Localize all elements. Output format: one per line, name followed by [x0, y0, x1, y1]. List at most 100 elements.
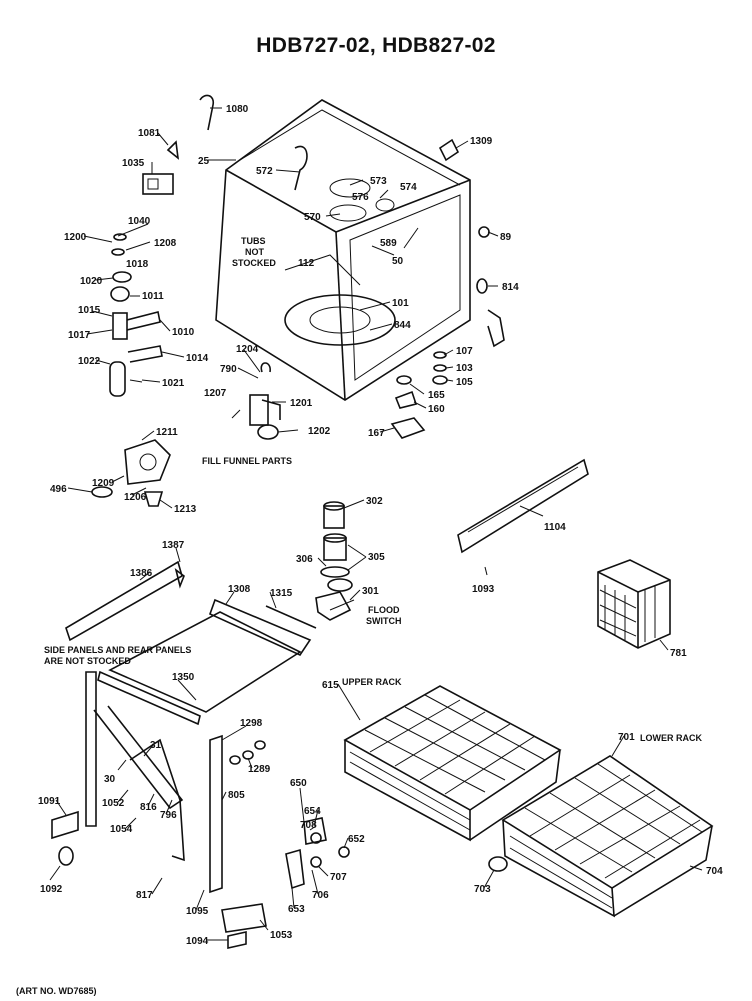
- part-label-1095: 1095: [186, 906, 209, 917]
- part-label-576: 576: [352, 192, 369, 203]
- upper-rack: [343, 685, 562, 842]
- pump-motor-parts: [315, 501, 355, 621]
- part-label-1207: 1207: [204, 388, 227, 399]
- part-label-704: 704: [706, 866, 723, 877]
- left-parts: [109, 94, 215, 397]
- silverware-basket: [597, 559, 671, 649]
- part-label-781: 781: [670, 648, 687, 659]
- part-label-167: 167: [368, 428, 385, 439]
- part-label-305: 305: [368, 552, 385, 563]
- upper-rack-note: UPPER RACK: [342, 677, 402, 687]
- tubs-note-line3: STOCKED: [232, 258, 276, 268]
- part-label-589: 589: [380, 238, 397, 249]
- part-label-1308: 1308: [228, 584, 251, 595]
- part-label-1054: 1054: [110, 824, 133, 835]
- part-label-1211: 1211: [156, 427, 178, 438]
- part-label-1020: 1020: [80, 276, 103, 287]
- part-label-573: 573: [370, 176, 387, 187]
- part-label-1386: 1386: [130, 568, 153, 579]
- part-label-653: 653: [288, 904, 305, 915]
- part-label-844: 844: [394, 320, 411, 331]
- part-label-107: 107: [456, 346, 473, 357]
- part-label-1010: 1010: [172, 327, 195, 338]
- notes: TUBS NOT STOCKED FILL FUNNEL PARTS SIDE …: [44, 236, 702, 743]
- part-label-1018: 1018: [126, 259, 149, 270]
- art-number: (ART NO. WD7685): [16, 986, 97, 996]
- part-label-165: 165: [428, 390, 445, 401]
- part-label-814: 814: [502, 282, 519, 293]
- part-label-1094: 1094: [186, 936, 209, 947]
- part-label-1298: 1298: [240, 718, 263, 729]
- fill-funnel-parts: [231, 362, 281, 440]
- part-label-105: 105: [456, 377, 473, 388]
- flood-switch-line1: FLOOD: [368, 605, 400, 615]
- part-label-1052: 1052: [102, 798, 125, 809]
- part-label-1080: 1080: [226, 104, 249, 115]
- part-label-1053: 1053: [270, 930, 293, 941]
- lower-rack-note: LOWER RACK: [640, 733, 702, 743]
- part-label-1093: 1093: [472, 584, 495, 595]
- part-label-790: 790: [220, 364, 237, 375]
- part-label-650: 650: [290, 778, 307, 789]
- part-label-1213: 1213: [174, 504, 197, 515]
- part-label-1200: 1200: [64, 232, 87, 243]
- rack-rail: [457, 458, 589, 576]
- part-label-1091: 1091: [38, 796, 61, 807]
- part-label-103: 103: [456, 363, 473, 374]
- part-label-1350: 1350: [172, 672, 195, 683]
- part-label-30: 30: [104, 774, 116, 785]
- leader-lines: [49, 107, 703, 941]
- tub-assembly: [215, 99, 471, 401]
- part-label-1021: 1021: [162, 378, 185, 389]
- part-label-160: 160: [428, 404, 445, 415]
- part-label-1204: 1204: [236, 344, 259, 355]
- part-label-1040: 1040: [128, 216, 151, 227]
- part-label-703: 703: [474, 884, 491, 895]
- right-small-parts: [390, 138, 505, 439]
- part-label-1035: 1035: [122, 158, 145, 169]
- part-label-805: 805: [228, 790, 245, 801]
- part-label-574: 574: [400, 182, 417, 193]
- part-label-1092: 1092: [40, 884, 63, 895]
- part-label-816: 816: [140, 802, 157, 813]
- part-label-1022: 1022: [78, 356, 101, 367]
- part-label-706: 706: [312, 890, 329, 901]
- door-panels: [51, 560, 317, 894]
- part-label-1014: 1014: [186, 353, 209, 364]
- side-panels-note-line2: ARE NOT STOCKED: [44, 656, 131, 666]
- part-label-654: 654: [304, 806, 321, 817]
- part-label-1309: 1309: [470, 136, 493, 147]
- part-label-1208: 1208: [154, 238, 177, 249]
- side-panels-note-line1: SIDE PANELS AND REAR PANELS: [44, 645, 191, 655]
- part-label-1387: 1387: [162, 540, 185, 551]
- part-label-1015: 1015: [78, 305, 101, 316]
- part-label-1201: 1201: [290, 398, 313, 409]
- part-label-101: 101: [392, 298, 409, 309]
- part-label-817: 817: [136, 890, 153, 901]
- tubs-note-line1: TUBS: [241, 236, 266, 246]
- part-label-1202: 1202: [308, 426, 331, 437]
- part-label-496: 496: [50, 484, 67, 495]
- hinge-parts: [221, 817, 350, 949]
- part-label-1289: 1289: [248, 764, 271, 775]
- tubs-note-line2: NOT: [245, 247, 265, 257]
- part-label-1104: 1104: [544, 522, 566, 533]
- part-label-1081: 1081: [138, 128, 161, 139]
- part-label-570: 570: [304, 212, 321, 223]
- part-label-707: 707: [330, 872, 347, 883]
- fill-funnel-note: FILL FUNNEL PARTS: [202, 456, 292, 466]
- lower-rack: [488, 755, 714, 918]
- part-label-112: 112: [298, 258, 315, 269]
- part-label-708: 708: [300, 820, 317, 831]
- flood-switch-line2: SWITCH: [366, 616, 402, 626]
- part-callouts: 1080108125103557257357457657013091040120…: [38, 104, 723, 947]
- part-label-1011: 1011: [142, 291, 164, 302]
- part-label-701: 701: [618, 732, 635, 743]
- part-label-796: 796: [160, 810, 177, 821]
- part-label-652: 652: [348, 834, 365, 845]
- part-label-25: 25: [198, 156, 210, 167]
- diagram-title: HDB727-02, HDB827-02: [256, 34, 496, 57]
- part-label-1209: 1209: [92, 478, 115, 489]
- part-label-306: 306: [296, 554, 313, 565]
- part-label-50: 50: [392, 256, 404, 267]
